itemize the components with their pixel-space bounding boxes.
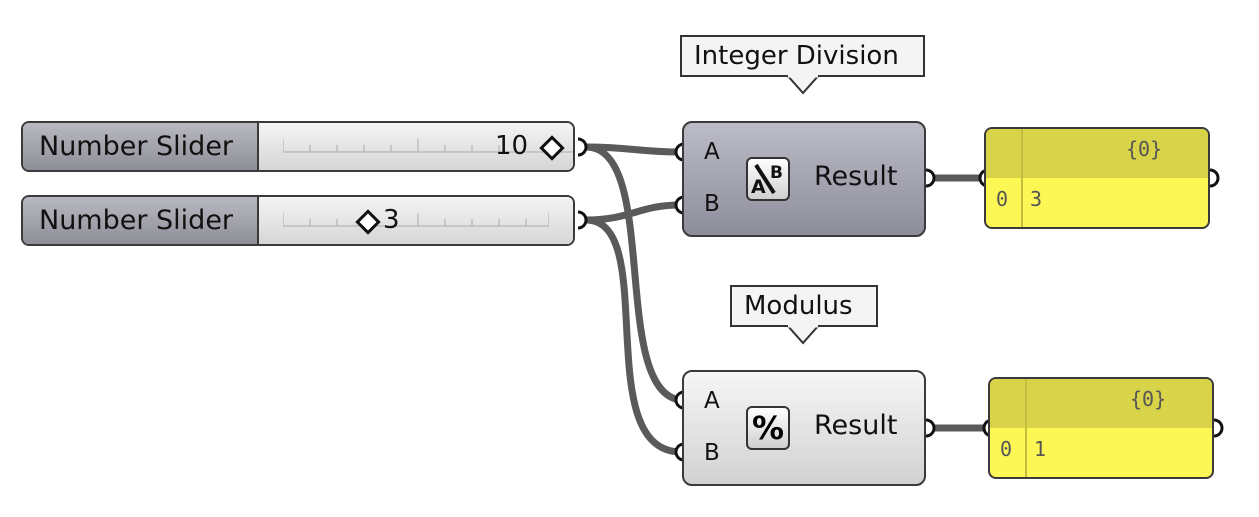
panel-index: 0 [996,187,1009,211]
slider-ticks [283,139,573,153]
panel-value: 1 [1034,437,1047,461]
number-slider-2[interactable]: Number Slider 3 [21,195,575,246]
input-b-label: B [704,191,720,217]
panel-division-result[interactable]: {0} 0 3 [984,127,1210,229]
slider-track[interactable]: 3 [259,197,573,244]
panel-path: {0} [1130,387,1167,411]
percent-icon: % [746,406,790,450]
tooltip-pointer [785,75,821,95]
tooltip-text: Modulus [744,291,853,321]
number-slider-1[interactable]: Number Slider 10 [21,121,575,172]
tooltip-text: Integer Division [694,41,899,71]
input-a-label: A [704,388,720,414]
wire-slider2-modulus-b [582,216,684,456]
input-a-label: A [704,139,720,165]
slider-label: Number Slider [23,197,259,244]
wire-slider2-division-b [582,201,684,224]
panel2-output-grip[interactable] [1213,418,1224,438]
input-b-label: B [704,440,720,466]
slider-track[interactable]: 10 [259,123,573,170]
panel-path: {0} [1126,137,1163,161]
panel-header [986,129,1208,178]
integer-division-component[interactable]: A B A B Result [682,121,926,237]
panel-header [990,379,1212,428]
panel-separator [1025,379,1027,477]
slider-label: Number Slider [23,123,259,170]
slider2-output-grip[interactable] [577,210,588,230]
svg-text:B: B [770,163,783,183]
slider-ticks [283,213,549,227]
panel-separator [1021,129,1023,227]
division-output-grip[interactable] [925,168,936,188]
output-result-label: Result [814,410,898,441]
integer-division-icon: A B [746,157,790,201]
slider-value: 3 [383,205,400,235]
modulus-output-grip[interactable] [925,418,936,438]
modulus-component[interactable]: A B % Result [682,370,926,486]
modulus-tooltip: Modulus [730,285,878,327]
slider1-output-grip[interactable] [577,137,588,157]
panel1-output-grip[interactable] [1209,168,1220,188]
integer-division-tooltip: Integer Division [680,35,925,77]
tooltip-pointer [785,325,821,345]
panel-index: 0 [1000,437,1013,461]
svg-text:A: A [751,176,766,198]
wire-slider1-modulus-a [582,143,684,404]
slider-value: 10 [495,131,529,161]
output-result-label: Result [814,161,898,192]
panel-value: 3 [1030,187,1043,211]
panel-modulus-result[interactable]: {0} 0 1 [988,377,1214,479]
